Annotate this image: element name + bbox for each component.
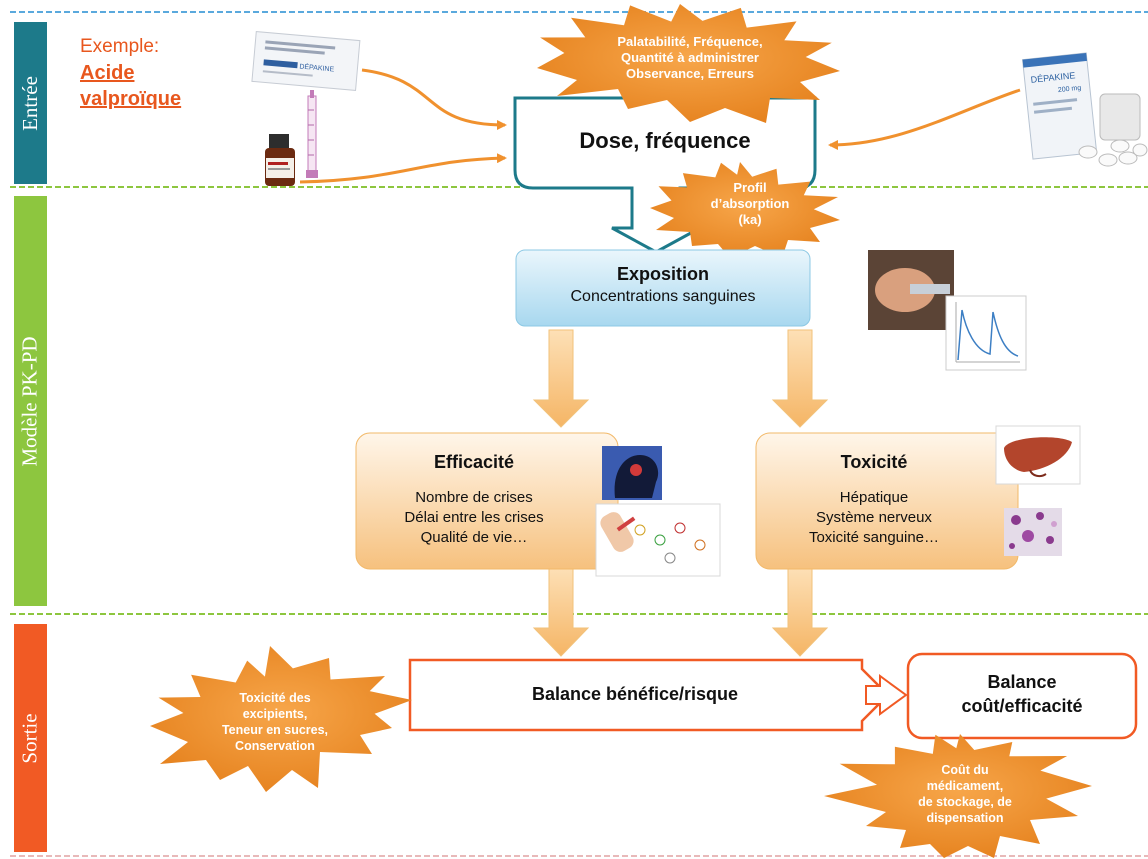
section-label-entree: Entrée: [18, 75, 43, 131]
dose-box: [513, 96, 817, 254]
star-absorption-line: Profil: [733, 180, 767, 195]
efficacite-item: Qualité de vie…: [420, 529, 528, 546]
pk-curve-image: [945, 295, 1027, 371]
efficacite-item: Délai entre les crises: [404, 509, 544, 526]
toxicite-title: Toxicité: [840, 452, 908, 472]
star-absorption: [650, 162, 840, 258]
star-cout-text: Coût du médicament, de stockage, de disp…: [900, 762, 1030, 826]
star-excipients-line: Toxicité des: [239, 691, 311, 705]
sachet-image: DÉPAKINE: [251, 31, 361, 91]
balance-benefice-label: Balance bénéfice/risque: [531, 684, 739, 704]
efficacite-box: [355, 432, 619, 570]
blood-cells-image: [1004, 508, 1062, 556]
star-excipients-line: Teneur en sucres,: [221, 723, 329, 737]
efficacite-list: Nombre de crises Délai entre les crises …: [356, 488, 592, 548]
balance-cout-line: Balance: [987, 672, 1057, 692]
balance-cout-label: Balance coût/efficacité: [908, 670, 1136, 718]
arrow-toxicite-balance: [771, 567, 829, 657]
section-bar-sortie: [14, 624, 47, 852]
star-excipients-text: Toxicité des excipients, Teneur en sucre…: [200, 690, 350, 754]
section-bar-entree: [14, 22, 47, 184]
liver-image: [995, 425, 1081, 485]
efficacite-title: Efficacité: [433, 452, 515, 472]
star-top: [537, 4, 840, 123]
section-bar-modele: [14, 196, 47, 606]
star-absorption-line: (ka): [738, 212, 762, 227]
star-cout-line: médicament,: [926, 779, 1004, 793]
star-cout-line: Coût du: [941, 763, 989, 777]
arrow-expo-efficacite: [532, 329, 590, 428]
star-cout-line: dispensation: [926, 811, 1004, 825]
syrup-bottle-image: [265, 134, 295, 186]
depakine-box-image: DÉPAKINE 200 mg: [1021, 52, 1148, 167]
arrow-sachet-to-dose: [361, 68, 507, 130]
arrow-benefice-to-cout: [865, 674, 908, 716]
toxicite-box: [755, 432, 1019, 570]
arrow-syrup-to-dose: [299, 153, 507, 184]
star-top-text: Palatabilité, Fréquence, Quantité à admi…: [600, 34, 780, 82]
toxicite-item: Toxicité sanguine…: [808, 529, 940, 546]
section-label-modele: Modèle PK-PD: [18, 335, 42, 467]
depakine-box-label: DÉPAKINE: [1030, 70, 1076, 85]
star-absorption-text: Profil d’absorption (ka): [690, 180, 810, 228]
brain-image: [602, 446, 662, 500]
example-drug-line1: Acide: [80, 62, 135, 84]
blood-sample-image: [868, 250, 954, 330]
example-prefix: Exemple:: [80, 36, 160, 57]
exposition-subtitle: Concentrations sanguines: [570, 288, 756, 305]
star-top-line: Quantité à administrer: [621, 50, 759, 65]
balance-cout-line: coût/efficacité: [961, 696, 1083, 716]
dose-label: Dose, fréquence: [579, 128, 751, 153]
star-excipients-line: Conservation: [235, 739, 315, 753]
arrow-efficacite-balance: [532, 567, 590, 657]
example-drug-line2: valproïque: [80, 88, 182, 110]
efficacite-item: Nombre de crises: [415, 489, 533, 506]
star-absorption-line: d’absorption: [710, 196, 790, 211]
star-cout-line: de stockage, de: [918, 795, 1012, 809]
star-excipients: [150, 646, 412, 792]
depakine-box-dose: 200 mg: [1058, 85, 1082, 94]
balance-benefice-box: [408, 658, 890, 732]
toxicite-item: Hépatique: [839, 489, 909, 506]
star-excipients-line: excipients,: [242, 707, 308, 721]
toxicite-list: Hépatique Système nerveux Toxicité sangu…: [756, 488, 992, 548]
toxicite-item: Système nerveux: [816, 509, 932, 526]
syringe-image: [306, 90, 318, 178]
star-top-line: Palatabilité, Fréquence,: [617, 34, 763, 49]
arrow-expo-toxicite: [771, 329, 829, 428]
balance-cout-box: [906, 652, 1138, 740]
exposition-title: Exposition: [616, 264, 709, 284]
section-label-sortie: Sortie: [18, 712, 43, 764]
arrow-tablets-to-dose: [828, 88, 1021, 150]
questionnaire-image: [595, 503, 721, 577]
star-top-line: Observance, Erreurs: [626, 66, 754, 81]
exposition-box: [515, 249, 811, 327]
star-cout: [824, 734, 1092, 858]
